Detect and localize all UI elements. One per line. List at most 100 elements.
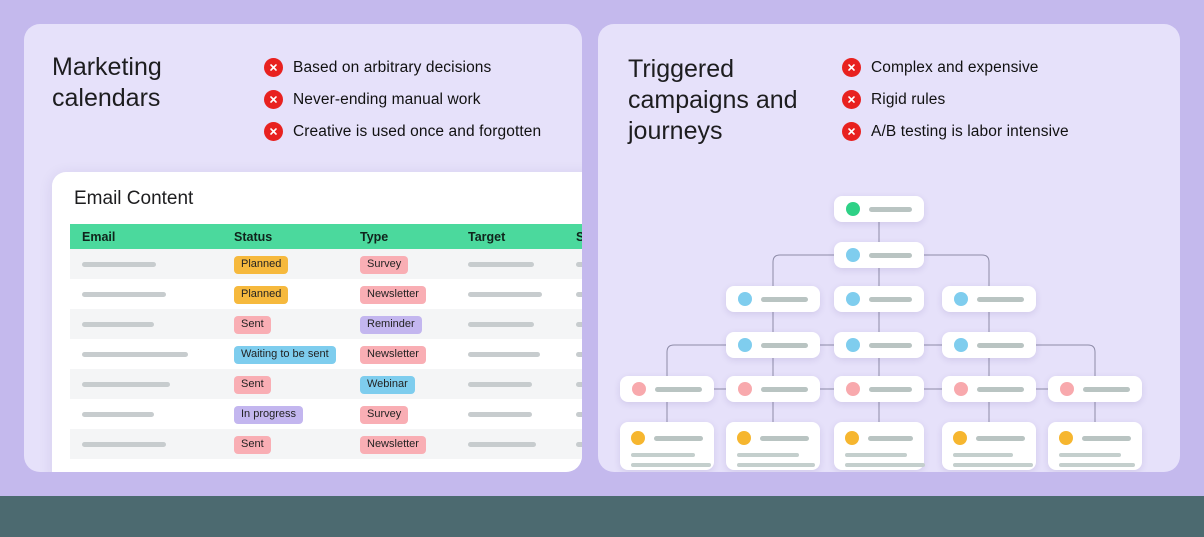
column-header-target[interactable]: Target [456, 224, 564, 249]
email-placeholder-bar [82, 381, 170, 387]
column-header-sending[interactable]: Sending [564, 224, 582, 249]
cell-status: Sent [222, 309, 348, 339]
type-badge[interactable]: Survey [360, 256, 409, 274]
type-badge[interactable]: Newsletter [360, 436, 426, 454]
right-card-title: Triggered campaigns and journeys [628, 55, 798, 145]
flow-leaf-status-dot [845, 431, 859, 445]
flow-leaf-text-line [953, 463, 1033, 467]
flow-node[interactable] [834, 376, 924, 402]
cell-email [70, 369, 222, 399]
column-header-status[interactable]: Status [222, 224, 348, 249]
flow-leaf-header [1059, 431, 1131, 445]
target-placeholder-bar [468, 381, 532, 387]
column-header-type[interactable]: Type [348, 224, 456, 249]
cell-status: Planned [222, 249, 348, 279]
bullet-label: Creative is used once and forgotten [293, 122, 542, 140]
sending-placeholder-bar [576, 291, 582, 297]
cell-email [70, 429, 222, 459]
cell-type: Survey [348, 399, 456, 429]
flow-node-label-bar [869, 252, 912, 258]
status-badge[interactable]: Planned [234, 286, 289, 304]
flow-node[interactable] [726, 332, 820, 358]
cell-status: Planned [222, 279, 348, 309]
flow-leaf-card[interactable] [942, 422, 1036, 470]
status-badge[interactable]: In progress [234, 406, 304, 424]
table-row[interactable]: Sent Webinar [70, 369, 582, 399]
email-content-panel: Email Content Email Status Type Target S… [52, 172, 582, 472]
flow-node-label-bar [761, 342, 808, 348]
x-circle-icon [264, 58, 283, 77]
sending-placeholder-bar [576, 261, 582, 267]
flow-leaf-header [953, 431, 1025, 445]
flow-node-status-dot [846, 292, 860, 306]
flow-node-status-dot [846, 382, 860, 396]
table-row[interactable]: Planned Newsletter [70, 279, 582, 309]
table-row[interactable]: Sent Reminder [70, 309, 582, 339]
email-placeholder-bar [82, 261, 156, 267]
bullet-label: A/B testing is labor intensive [871, 122, 1069, 140]
email-content-table: Email Status Type Target Sending Planned… [70, 224, 582, 459]
flow-node[interactable] [834, 242, 924, 268]
flow-node-status-dot [738, 382, 752, 396]
type-badge[interactable]: Survey [360, 406, 409, 424]
flow-node-label-bar [977, 342, 1024, 348]
type-badge[interactable]: Webinar [360, 376, 415, 394]
panel-title: Email Content [74, 188, 194, 209]
flow-leaf-text-line [737, 463, 815, 467]
cell-target [456, 429, 564, 459]
flow-leaf-text-line [737, 453, 799, 457]
flow-node-status-dot [954, 338, 968, 352]
flow-leaf-card[interactable] [726, 422, 820, 470]
status-badge[interactable]: Sent [234, 436, 271, 454]
bullet-label: Never-ending manual work [293, 90, 481, 108]
flow-node[interactable] [834, 332, 924, 358]
sending-placeholder-bar [576, 411, 582, 417]
flow-leaf-header [737, 431, 809, 445]
type-badge[interactable]: Newsletter [360, 346, 426, 364]
column-header-email[interactable]: Email [70, 224, 222, 249]
type-badge[interactable]: Newsletter [360, 286, 426, 304]
flow-leaf-card[interactable] [620, 422, 714, 470]
flow-node-status-dot [846, 202, 860, 216]
status-badge[interactable]: Waiting to be sent [234, 346, 336, 364]
flow-node[interactable] [620, 376, 714, 402]
flow-node[interactable] [1048, 376, 1142, 402]
status-badge[interactable]: Planned [234, 256, 289, 274]
target-placeholder-bar [468, 351, 540, 357]
status-badge[interactable]: Sent [234, 316, 271, 334]
table-row[interactable]: Waiting to be sent Newsletter [70, 339, 582, 369]
cell-email [70, 309, 222, 339]
flow-node-label-bar [869, 342, 912, 348]
flow-node[interactable] [726, 376, 820, 402]
x-circle-icon [842, 90, 861, 109]
sending-placeholder-bar [576, 351, 582, 357]
table-row[interactable]: Sent Newsletter [70, 429, 582, 459]
flow-edge [924, 254, 990, 286]
flow-node[interactable] [834, 286, 924, 312]
cell-type: Newsletter [348, 339, 456, 369]
flow-edge [772, 254, 834, 286]
right-card-bullet-list: Complex and expensive Rigid rules A/B te… [842, 58, 1069, 141]
flow-node[interactable] [942, 332, 1036, 358]
flow-node[interactable] [942, 286, 1036, 312]
bullet-item: Complex and expensive [842, 58, 1069, 77]
cell-sending [564, 309, 582, 339]
flow-leaf-status-dot [1059, 431, 1073, 445]
type-badge[interactable]: Reminder [360, 316, 422, 334]
flow-leaf-title-bar [760, 435, 809, 441]
flow-node[interactable] [942, 376, 1036, 402]
table-row[interactable]: Planned Survey [70, 249, 582, 279]
flow-node[interactable] [834, 196, 924, 222]
cell-email [70, 249, 222, 279]
flow-leaf-card[interactable] [1048, 422, 1142, 470]
bullet-label: Rigid rules [871, 90, 946, 108]
flow-node[interactable] [726, 286, 820, 312]
target-placeholder-bar [468, 411, 532, 417]
table-row[interactable]: In progress Survey [70, 399, 582, 429]
cell-sending [564, 279, 582, 309]
flow-leaf-card[interactable] [834, 422, 925, 470]
flow-node-label-bar [977, 296, 1024, 302]
status-badge[interactable]: Sent [234, 376, 271, 394]
flow-edge [666, 344, 726, 376]
